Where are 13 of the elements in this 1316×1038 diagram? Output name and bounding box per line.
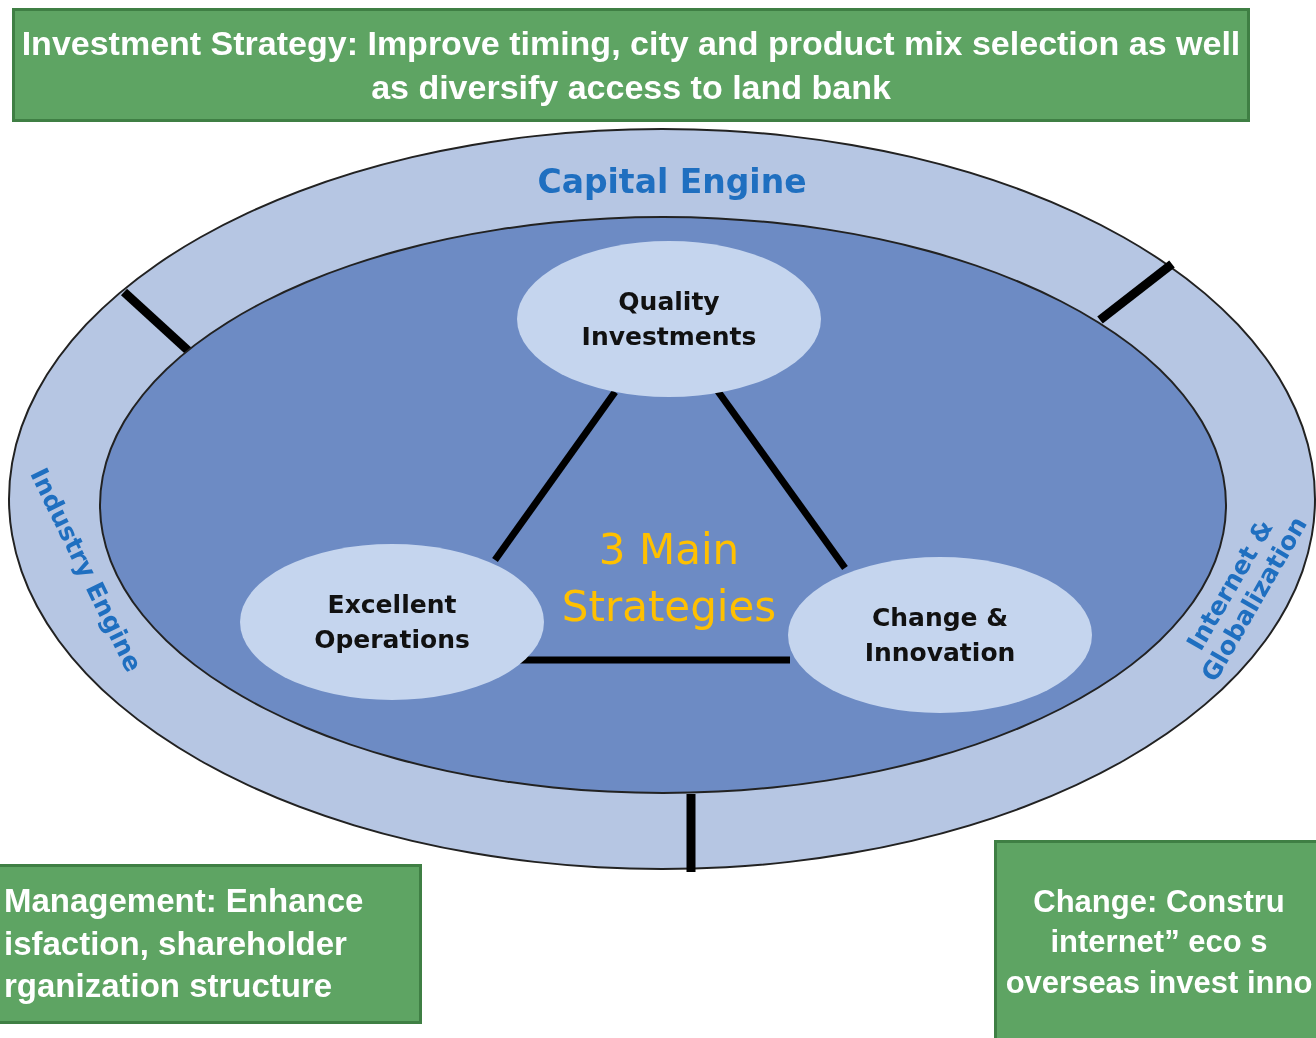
- banner-text: Investment Strategy: Improve timing, city and product mix selection as well as diversify access to land bank: [20, 22, 1242, 108]
- segment-label: Capital Engine: [537, 163, 807, 201]
- banner-text: Management: Enhance isfaction, shareholder rganization structure: [3, 880, 365, 1007]
- strategy-banner: [994, 840, 1316, 1038]
- ellipse-label: Excellent Operations: [313, 589, 471, 656]
- strategy-banner: [0, 864, 422, 1024]
- strategy-banner: [12, 8, 1250, 122]
- connector-line: [520, 656, 790, 664]
- banner-text: Change: Constru internet” eco s overseas invest inno: [1004, 883, 1314, 1002]
- center-title: 3 Main Strategies: [560, 524, 778, 633]
- ellipse-label: Change & Innovation: [863, 602, 1017, 669]
- connector-line: [492, 389, 618, 563]
- ellipse-label: Quality Investments: [580, 286, 758, 353]
